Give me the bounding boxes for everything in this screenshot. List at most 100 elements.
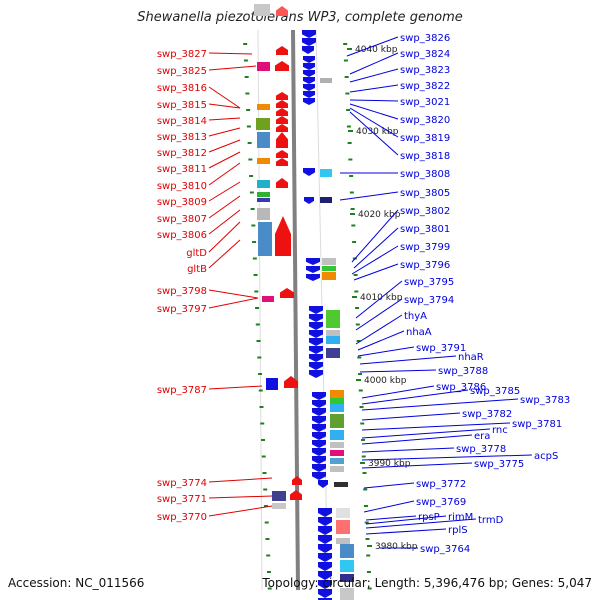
left-gene-label: gltB <box>187 264 207 275</box>
gene-arrow-up <box>284 376 298 388</box>
gene-arrow-down <box>318 562 332 571</box>
gene-box <box>257 208 270 220</box>
left-leader-line <box>208 195 241 219</box>
right-gene-label: rnc <box>492 425 508 436</box>
gene-arrow-down <box>306 266 320 273</box>
right-leader-line <box>353 263 399 281</box>
genome-stats-label: Topology: circular; Length: 5,396,476 bp… <box>262 576 592 590</box>
right-gene-label: swp_3783 <box>520 395 570 406</box>
gene-arrow-up <box>276 158 288 166</box>
left-gene-label: swp_3774 <box>157 478 207 489</box>
right-leader-line <box>365 515 417 521</box>
left-leader-line <box>208 117 241 121</box>
gene-arrow-down <box>302 38 316 46</box>
right-leader-line <box>361 385 435 399</box>
left-gene-label: swp_3798 <box>157 286 207 297</box>
gene-box <box>330 458 344 464</box>
scale-label: 3980 kbp <box>375 542 418 552</box>
gene-box <box>326 310 340 328</box>
right-leader-line <box>363 500 415 513</box>
gene-arrow-down <box>312 472 326 480</box>
right-leader-line <box>365 518 477 529</box>
gene-box <box>257 180 270 188</box>
left-leader-line <box>208 162 241 186</box>
left-leader-line <box>208 52 253 55</box>
gene-arrow-down <box>306 258 320 265</box>
right-gene-label: swp_3818 <box>400 151 450 162</box>
right-leader-line <box>359 355 457 365</box>
gene-box <box>322 258 336 265</box>
gene-box <box>330 390 344 398</box>
gene-arrow-up <box>280 288 294 298</box>
gene-arrow-up <box>276 178 288 188</box>
right-leader-line <box>361 428 491 439</box>
gene-box <box>326 336 340 344</box>
gene-arrow-down <box>304 197 314 204</box>
left-gene-label: swp_3811 <box>157 164 207 175</box>
right-gene-label: nhaA <box>406 327 432 338</box>
gene-arrow-down <box>318 526 332 535</box>
right-gene-label: swp_3772 <box>416 479 466 490</box>
gene-arrow-down <box>309 362 323 370</box>
left-gene-label: swp_3787 <box>157 385 207 396</box>
right-gene-label: swp_3794 <box>404 295 454 306</box>
right-gene-label: swp_3808 <box>400 169 450 180</box>
left-gene-label: swp_3770 <box>157 512 207 523</box>
left-leader-line <box>208 127 241 137</box>
right-gene-label: swp_3823 <box>400 65 450 76</box>
right-gene-label: thyA <box>404 311 427 322</box>
left-leader-line <box>208 86 241 109</box>
gene-box <box>257 104 270 110</box>
right-leader-line <box>361 462 473 469</box>
right-leader-line <box>349 103 399 120</box>
gene-arrow-down <box>312 408 326 416</box>
left-leader-line <box>208 495 273 499</box>
gene-box <box>330 450 344 456</box>
tick-marks-right <box>343 43 372 590</box>
gene-arrow-down <box>312 416 326 424</box>
scale-label: 4020 kbp <box>358 210 401 220</box>
right-gene-label: swp_3802 <box>400 206 450 217</box>
right-leader-line <box>355 298 403 331</box>
right-gene-label: swp_3778 <box>456 444 506 455</box>
gene-box <box>266 378 278 390</box>
right-leader-line <box>361 447 455 453</box>
left-leader-line <box>208 239 241 269</box>
right-leader-line <box>339 191 399 201</box>
left-leader-line <box>208 477 273 483</box>
gene-arrow-up <box>276 150 288 158</box>
right-gene-label: swp_3785 <box>470 386 520 397</box>
gene-arrow-down <box>309 330 323 338</box>
scale-label: 4030 kbp <box>356 127 399 137</box>
left-leader-line <box>208 297 259 309</box>
gene-box <box>254 4 270 16</box>
left-leader-line <box>208 505 273 517</box>
left-leader-line <box>208 151 241 169</box>
right-leader-line <box>363 482 415 489</box>
gene-arrow-down <box>312 400 326 408</box>
gene-arrow-down <box>309 322 323 330</box>
left-leader-line <box>208 139 241 153</box>
gene-box <box>257 62 270 71</box>
tick-marks-left <box>243 43 272 590</box>
gene-arrow-down <box>312 424 326 432</box>
right-leader-line <box>349 84 399 93</box>
gene-arrow-down <box>309 346 323 354</box>
right-gene-label: swp_3805 <box>400 188 450 199</box>
left-gene-label: swp_3815 <box>157 100 207 111</box>
gene-box <box>322 266 336 271</box>
gene-arrow-down <box>309 354 323 362</box>
gene-arrow-up <box>276 6 288 16</box>
gene-arrow-gltB <box>275 216 291 256</box>
scale-label: 4040 kbp <box>355 45 398 55</box>
right-gene-label: swp_3775 <box>474 459 524 470</box>
right-gene-label: swp_3822 <box>400 81 450 92</box>
right-gene-label: rimM <box>448 512 473 523</box>
gene-arrow-down <box>303 77 315 84</box>
gene-arrow-down <box>309 338 323 346</box>
gene-arrow-down <box>302 46 314 54</box>
gene-arrow-down <box>309 370 323 378</box>
right-leader-line <box>357 346 415 357</box>
left-gene-label: swp_3825 <box>157 66 207 77</box>
right-gene-label: swp_3796 <box>400 260 450 271</box>
